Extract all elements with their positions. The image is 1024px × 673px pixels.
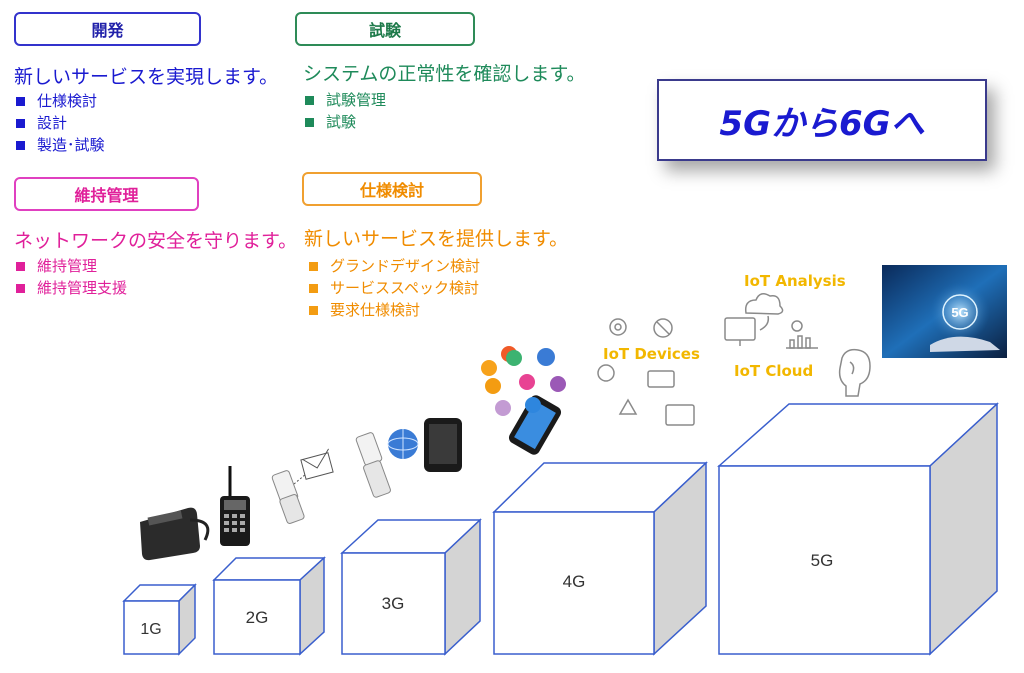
iot-devices-label: IoT Devices (603, 345, 700, 363)
cube-1g: 1G (122, 583, 197, 656)
list-item: 試験管理 (303, 89, 386, 111)
maint-list: 維持管理 維持管理支援 (14, 255, 127, 299)
list-item: グランドデザイン検討 (307, 255, 480, 277)
cube-5g: 5G (717, 402, 999, 656)
gen-label-1g: 1G (140, 621, 161, 638)
cube-4g: 4G (492, 461, 708, 656)
tag-maint-label: 維持管理 (74, 186, 139, 205)
tag-test: 試験 (295, 12, 475, 46)
brain-icon (838, 348, 871, 397)
iot-devices-icon (597, 318, 695, 426)
tag-test-label: 試験 (368, 21, 401, 40)
list-item: 要求仕様検討 (307, 299, 480, 321)
gen-label-2g: 2G (246, 608, 269, 627)
iot-cloud-label: IoT Cloud (734, 362, 814, 380)
test-list: 試験管理 試験 (303, 89, 386, 133)
smartphone-apps-icon (481, 346, 566, 455)
cube-3g: 3G (340, 518, 482, 656)
page-title: 5Gから6Gへ (719, 103, 925, 144)
dev-description: 新しいサービスを実現します。 (14, 66, 279, 88)
list-item: 維持管理支援 (14, 277, 127, 299)
flip-phone-globe-icon (355, 429, 419, 498)
pager-phone-icon (220, 466, 250, 546)
tag-maint: 維持管理 (14, 177, 199, 211)
dev-list: 仕様検討 設計 製造･試験 (14, 90, 105, 156)
title-box: 5Gから6Gへ (657, 79, 987, 161)
tag-dev: 開発 (14, 12, 201, 46)
list-item: 維持管理 (14, 255, 127, 277)
gen-label-5g: 5G (811, 551, 834, 570)
spec-list: グランドデザイン検討 サービススペック検討 要求仕様検討 (307, 255, 480, 321)
list-item: 仕様検討 (14, 90, 105, 112)
iot-cloud-icon (724, 293, 818, 349)
flip-phone-email-icon (271, 448, 334, 524)
list-item: 製造･試験 (14, 134, 105, 156)
gen-label-4g: 4G (563, 572, 586, 591)
smartphone-icon (424, 418, 462, 472)
maint-description: ネットワークの安全を守ります。 (14, 230, 298, 252)
cube-2g: 2G (212, 556, 326, 656)
iot-analysis-label: IoT Analysis (744, 272, 846, 290)
5g-hand-image: 5G (882, 265, 1007, 358)
test-description: システムの正常性を確認します。 (303, 63, 586, 85)
gen-label-3g: 3G (382, 594, 405, 613)
tag-dev-label: 開発 (91, 21, 124, 40)
hero-5g-text: 5G (951, 305, 968, 320)
list-item: 設計 (14, 112, 105, 134)
tag-spec-label: 仕様検討 (359, 181, 424, 200)
list-item: 試験 (303, 111, 386, 133)
spec-description: 新しいサービスを提供します。 (304, 228, 569, 250)
list-item: サービススペック検討 (307, 277, 480, 299)
tag-spec: 仕様検討 (302, 172, 482, 206)
car-phone-icon (140, 507, 210, 561)
